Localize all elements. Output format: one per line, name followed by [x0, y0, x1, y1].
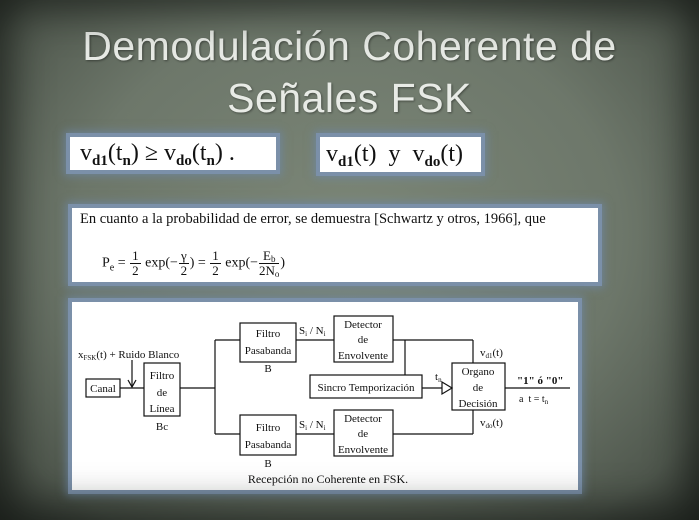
detector-bottom-label: Envolvente	[338, 444, 388, 456]
detector-top-label: Envolvente	[338, 350, 388, 362]
vdo-label: vdo(t)	[480, 417, 503, 430]
tn-label: tn	[435, 371, 442, 384]
equation-comparison: vd1(tn) ≥ vdo(tn) .	[70, 137, 276, 170]
detector-top-label: de	[358, 334, 369, 346]
vd1-label: vd1(t)	[480, 347, 503, 360]
bandpass-filter-bottom	[239, 414, 297, 456]
equation-outputs: vd1(t) y vdo(t)	[320, 137, 481, 172]
decision-label: de	[473, 382, 484, 394]
snr-top-label: Si / Ni	[299, 325, 326, 338]
decision-label: Decisión	[458, 398, 498, 410]
line-filter-block	[143, 362, 181, 417]
slide-title-line2: Señales FSK	[227, 75, 472, 121]
bandpass-top-label: Filtro	[256, 328, 281, 340]
bandpass-filter-top	[239, 322, 297, 363]
canal-label: Canal	[90, 383, 116, 395]
output-time-label: a t = tn	[519, 394, 549, 406]
line-filter-label: Filtro	[150, 370, 175, 382]
receiver-diagram: Canal xFSK(t) + Ruido Blanco Filtro de L…	[78, 315, 570, 486]
slide-title-line1: Demodulación Coherente de	[82, 23, 617, 69]
bandpass-top-label: Pasabanda	[245, 345, 292, 357]
sampler-triangle	[441, 380, 454, 396]
bandpass-bottom-label: Filtro	[256, 422, 281, 434]
detector-top-label: Detector	[344, 319, 382, 331]
sync-label: Sincro Temporización	[317, 382, 415, 394]
error-sentence: En cuanto a la probabilidad de error, se…	[80, 211, 546, 227]
decision-block	[451, 362, 506, 411]
envelope-detector-top	[333, 315, 394, 363]
figure-caption: Recepción no Coherente en FSK.	[248, 472, 408, 486]
bandpass-bottom-label: Pasabanda	[245, 439, 292, 451]
detector-bottom-label: Detector	[344, 413, 382, 425]
output-label: "1" ó "0"	[517, 375, 563, 387]
input-label: xFSK(t) + Ruido Blanco	[78, 349, 180, 362]
block-diagram: Canal xFSK(t) + Ruido Blanco Filtro de L…	[72, 302, 578, 490]
envelope-detector-bottom	[333, 409, 394, 457]
line-filter-label: de	[157, 387, 168, 399]
line-filter-bandwidth: Bc	[156, 421, 168, 433]
bandpass-top-bandwidth: B	[264, 363, 271, 375]
sync-timing-block	[309, 374, 423, 399]
snr-bottom-label: Si / Ni	[299, 419, 326, 432]
decision-label: Organo	[462, 366, 495, 378]
detector-bottom-label: de	[358, 428, 369, 440]
bandpass-bottom-bandwidth: B	[264, 458, 271, 470]
error-probability-box: En cuanto a la probabilidad de error, se…	[72, 208, 598, 282]
line-filter-label: Línea	[149, 403, 174, 415]
